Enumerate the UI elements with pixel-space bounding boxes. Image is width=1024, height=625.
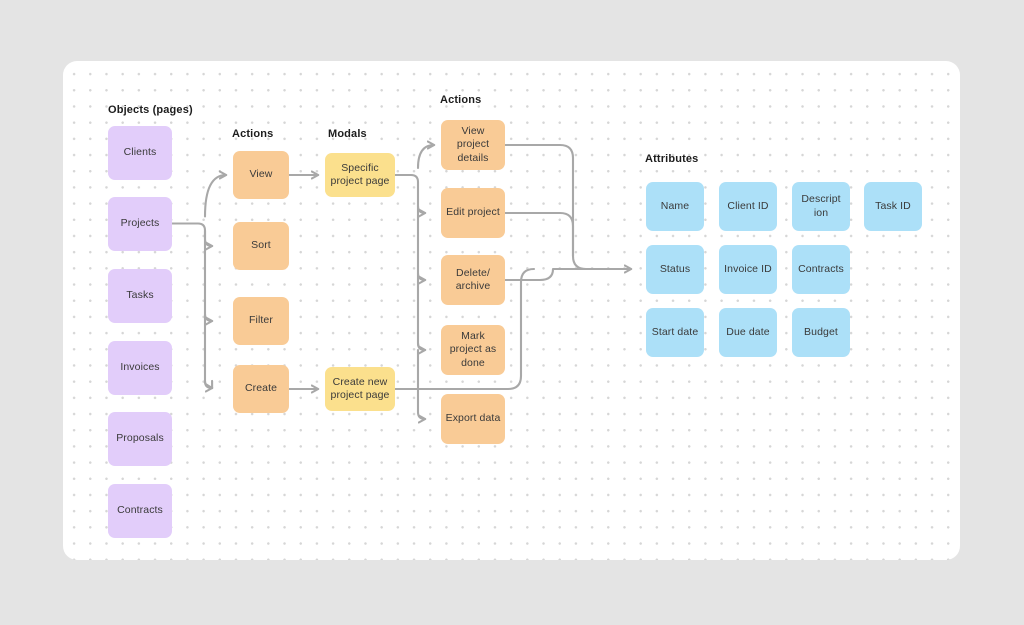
action-node-sort[interactable]: Sort [233,222,289,270]
project-action-node-view-project-details[interactable]: View project details [441,120,505,170]
object-node-proposals[interactable]: Proposals [108,412,172,466]
project-action-node-delete-archive[interactable]: Delete/ archive [441,255,505,305]
attribute-node-task-id[interactable]: Task ID [864,182,922,231]
modal-node-specific-project-page[interactable]: Specific project page [325,153,395,197]
object-node-invoices[interactable]: Invoices [108,341,172,395]
attributes-heading: Attributes [645,153,699,165]
project-action-node-edit-project[interactable]: Edit project [441,188,505,238]
object-node-contracts[interactable]: Contracts [108,484,172,538]
attribute-node-invoice-id[interactable]: Invoice ID [719,245,777,294]
action-node-view[interactable]: View [233,151,289,199]
attribute-node-name[interactable]: Name [646,182,704,231]
action-node-create[interactable]: Create [233,365,289,413]
attribute-node-status[interactable]: Status [646,245,704,294]
actions-heading: Actions [232,128,274,140]
project-actions-heading: Actions [440,94,482,106]
object-node-tasks[interactable]: Tasks [108,269,172,323]
action-node-filter[interactable]: Filter [233,297,289,345]
modal-node-create-new-project-page[interactable]: Create new project page [325,367,395,411]
object-node-clients[interactable]: Clients [108,126,172,180]
project-action-node-export-data[interactable]: Export data [441,394,505,444]
attribute-node-start-date[interactable]: Start date [646,308,704,357]
object-node-projects[interactable]: Projects [108,197,172,251]
project-action-node-mark-project-as-done[interactable]: Mark project as done [441,325,505,375]
attribute-node-budget[interactable]: Budget [792,308,850,357]
modals-heading: Modals [328,128,367,140]
attribute-node-description[interactable]: Descript ion [792,182,850,231]
attribute-node-contracts[interactable]: Contracts [792,245,850,294]
attribute-node-client-id[interactable]: Client ID [719,182,777,231]
objects-heading: Objects (pages) [108,104,193,116]
attribute-node-due-date[interactable]: Due date [719,308,777,357]
